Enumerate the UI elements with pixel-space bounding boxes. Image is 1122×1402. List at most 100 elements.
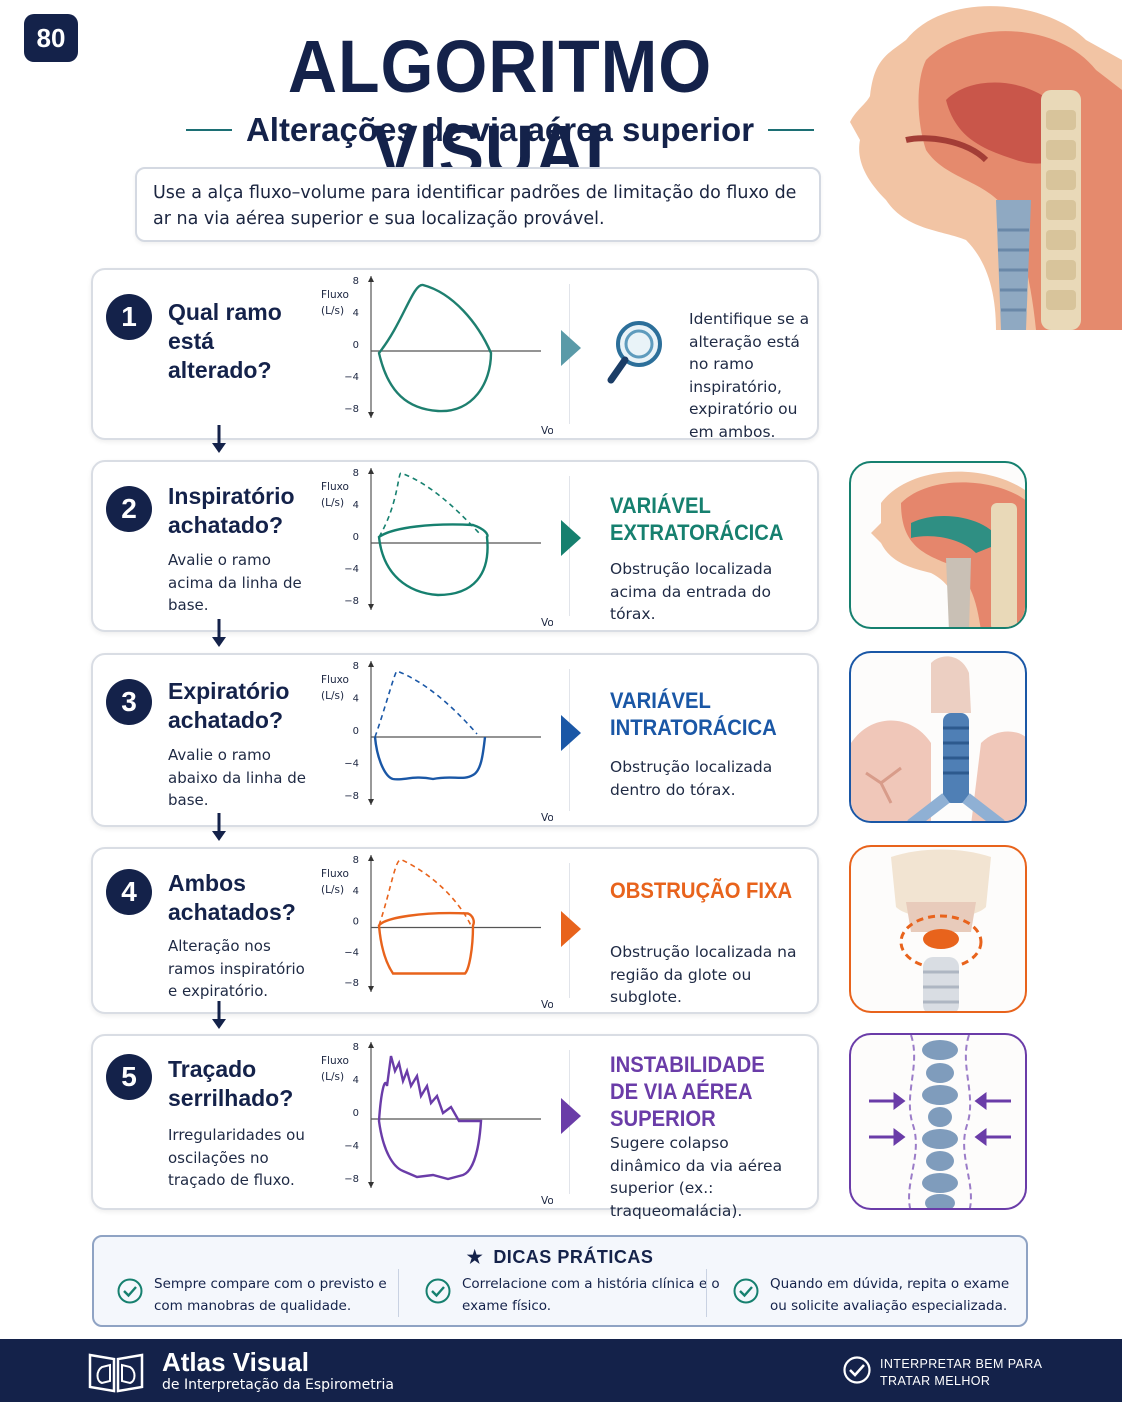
y-axis-unit-label: (L/s)	[321, 884, 344, 896]
result-title-4: OBSTRUÇÃO FIXA	[610, 878, 793, 903]
step-question-1: Qual ramo está alterado?	[168, 299, 282, 383]
flow-down-arrow-1	[212, 425, 226, 453]
step-question-2: Inspiratório achatado?	[168, 483, 295, 538]
x-axis-label: Volume (L)	[541, 812, 553, 824]
footer-brand: Atlas Visual	[162, 1347, 309, 1377]
tip-text-3: Quando em dúvida, repita o exame ou soli…	[770, 1276, 1010, 1314]
y-axis-label: Fluxo	[321, 481, 349, 493]
step-question-4: Ambos achatados?	[168, 870, 296, 925]
step-number-3: 3	[106, 679, 152, 725]
y-tick-label: 4	[353, 694, 359, 705]
tip-text-2: Correlacione com a história clínica e o …	[462, 1276, 720, 1314]
y-tick-label: 4	[353, 500, 359, 511]
tip-item-1: Sempre compare com o previsto e com mano…	[116, 1273, 416, 1317]
result-title-2: VARIÁVEL EXTRATORÁCICA	[610, 493, 784, 545]
x-axis-label: Volume (L)	[541, 1195, 553, 1207]
y-tick-label: 8	[353, 468, 359, 479]
step-card-3: 3 Expiratório achatado? Avalie o ramo ab…	[91, 653, 819, 827]
step-card-2: 2 Inspiratório achatado? Avalie o ramo a…	[91, 460, 819, 632]
result-arrow-3	[561, 715, 581, 751]
step-question-5: Traçado serrilhado?	[168, 1056, 294, 1111]
y-axis-arrow-down	[368, 1182, 374, 1188]
result-description-4: Obstrução localizada na região da glote …	[610, 943, 797, 1006]
x-axis-label: Volume (L)	[541, 425, 553, 437]
y-tick-label: 0	[353, 917, 359, 928]
tip-item-3: Quando em dúvida, repita o exame ou soli…	[732, 1273, 1032, 1317]
practical-tips-box: ★DICAS PRÁTICAS Sempre compare com o pre…	[92, 1235, 1028, 1327]
result-description-2: Obstrução localizada acima da entrada do…	[610, 560, 773, 623]
flow-volume-curve	[377, 523, 489, 597]
y-tick-label: 8	[353, 855, 359, 866]
y-axis-arrow-up	[368, 276, 374, 282]
y-tick-label: 8	[353, 1042, 359, 1053]
result-title-5: INSTABILIDADE DE VIA AÉREA SUPERIOR	[610, 1052, 765, 1131]
step-question-3: Expiratório achatado?	[168, 678, 290, 733]
y-tick-label: −4	[344, 372, 359, 383]
result-description-5: Sugere colapso dinâmico da via aérea sup…	[610, 1134, 783, 1220]
y-axis-label: Fluxo	[321, 674, 349, 686]
result-title-3: VARIÁVEL INTRATORÁCICA	[610, 688, 777, 740]
y-tick-label: −4	[344, 1141, 359, 1152]
x-axis-label: Volume (L)	[541, 999, 553, 1011]
flow-down-arrow-3	[212, 813, 226, 841]
page-title: ALGORITMO VISUAL	[287, 25, 713, 193]
tip-separator-1	[398, 1269, 399, 1317]
flow-volume-loop	[373, 670, 487, 781]
y-axis-arrow-down	[368, 412, 374, 418]
head-anatomy-illustration	[850, 6, 1122, 330]
larynx-image	[891, 849, 991, 1011]
intrathoracic-illustration	[849, 651, 1027, 823]
flow-volume-loop	[377, 858, 475, 975]
fixed-obstruction-illustration	[849, 845, 1027, 1013]
head-side-view-image	[871, 471, 1025, 627]
normal-reference-curve	[378, 858, 472, 926]
y-tick-label: −8	[344, 596, 359, 607]
tips-title-text: DICAS PRÁTICAS	[493, 1247, 654, 1267]
y-axis-unit-label: (L/s)	[321, 690, 344, 702]
y-tick-label: 4	[353, 308, 359, 319]
open-book-lungs-icon	[88, 1353, 144, 1393]
y-tick-label: 8	[353, 661, 359, 672]
footer-bar: Atlas Visual de Interpretação da Espirom…	[0, 1339, 1122, 1402]
flow-volume-curve	[377, 283, 493, 413]
step-description-2: Avalie o ramo acima da linha de base.	[168, 551, 302, 614]
step-number-5: 5	[106, 1054, 152, 1100]
result-arrow-1	[561, 330, 581, 366]
flow-volume-loop	[377, 472, 489, 597]
flow-volume-curve	[377, 911, 475, 975]
y-tick-label: 0	[353, 726, 359, 737]
y-axis-arrow-up	[368, 468, 374, 474]
collapsing-trachea-image	[869, 1035, 1011, 1208]
extrathoracic-illustration	[849, 461, 1027, 629]
result-description-3: Obstrução localizada dentro do tórax.	[610, 758, 773, 799]
y-tick-label: 8	[353, 276, 359, 287]
page-subtitle: Alterações de via aérea superior	[245, 111, 755, 148]
y-axis-arrow-down	[368, 799, 374, 805]
subtitle-left-rule	[185, 129, 232, 131]
y-axis-label: Fluxo	[321, 289, 349, 301]
subtitle-row: Alterações de via aérea superior	[185, 108, 815, 152]
tip-text-1: Sempre compare com o previsto e com mano…	[154, 1276, 387, 1314]
y-tick-label: −4	[344, 759, 359, 770]
step-description-3: Avalie o ramo abaixo da linha de base.	[168, 746, 306, 809]
y-tick-label: −8	[344, 1174, 359, 1185]
check-circle-icon	[425, 1278, 451, 1304]
page-number-badge: 80	[24, 14, 78, 62]
result-description-1: Identifique se a alteração está no ramo …	[689, 310, 810, 441]
normal-reference-curve	[378, 472, 480, 538]
y-tick-label: 0	[353, 1108, 359, 1119]
x-axis-label: Volume (L)	[541, 617, 553, 629]
y-tick-label: 0	[353, 340, 359, 351]
y-axis-label: Fluxo	[321, 1055, 349, 1067]
step-description-5: Irregularidades ou oscilações no traçado…	[168, 1126, 305, 1189]
flow-volume-loop	[377, 283, 493, 413]
flow-down-arrow-2	[212, 619, 226, 647]
y-axis-arrow-down	[368, 604, 374, 610]
y-axis-label: Fluxo	[321, 868, 349, 880]
y-axis-unit-label: (L/s)	[321, 1071, 344, 1083]
check-circle-icon	[843, 1356, 871, 1384]
result-arrow-2	[561, 520, 581, 556]
